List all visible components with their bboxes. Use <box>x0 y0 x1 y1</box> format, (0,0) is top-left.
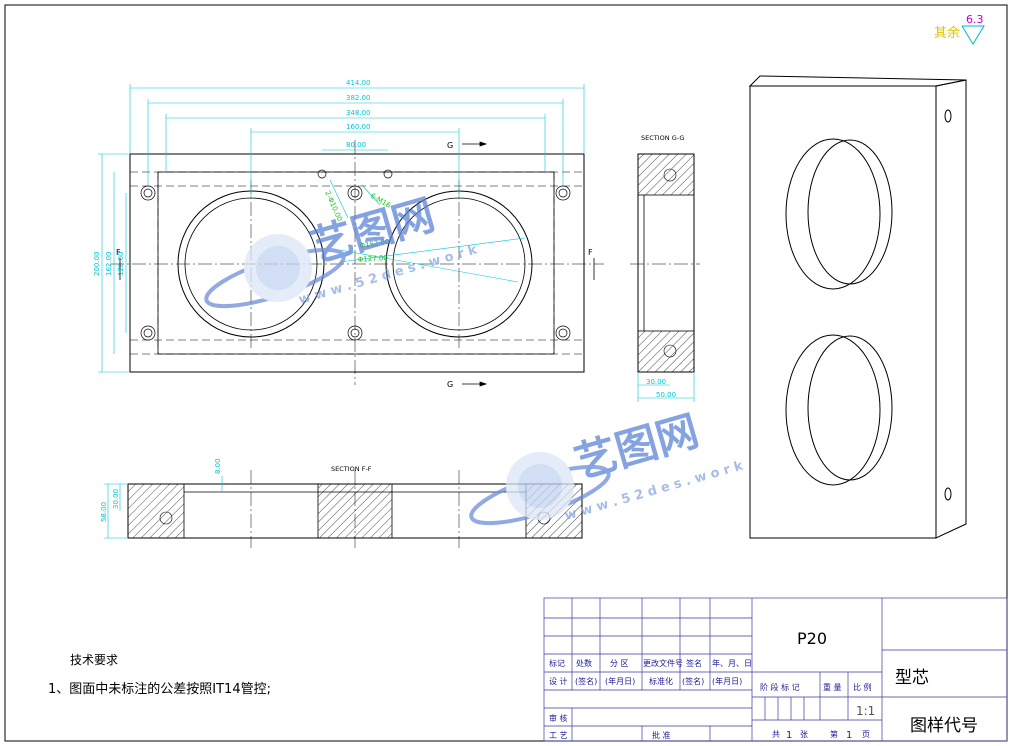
section-gg-view: SECTION G-G 30.00 50.00 <box>630 134 700 402</box>
section-mark-f-left: F <box>116 248 121 257</box>
dim-160: 160.00 <box>346 123 371 131</box>
dim-80: 80.00 <box>346 141 366 149</box>
gg-dim-50: 50.00 <box>656 391 676 399</box>
drawing-border <box>4 4 1008 742</box>
gg-dim-30: 30.00 <box>646 378 666 386</box>
tb-process: 工 艺 <box>549 731 568 740</box>
title-block: 标记 处数 分 区 更改文件号 签名 年、月、日 设 计 (签名) (年月日) … <box>543 597 1008 742</box>
tb-standard: 标准化 <box>649 676 673 686</box>
tb-date: 年、月、日 <box>712 658 752 668</box>
dim-162: 162.00 <box>105 252 113 277</box>
section-ff-title: SECTION F-F <box>331 465 372 473</box>
tb-approve: 批 准 <box>652 730 671 740</box>
tb-total: 1 <box>786 730 792 741</box>
watermark-2: 艺图网 w w w . 5 2 d e s . w o r k <box>469 406 745 526</box>
front-view: 414.00 382.00 348.00 160.00 80.00 200.00… <box>93 79 604 389</box>
tech-req-title: 技术要求 <box>70 653 118 667</box>
tb-standard-date: (年月日) <box>712 676 742 686</box>
surface-finish-symbol: 其余 6.3 <box>934 13 985 45</box>
drawing-no-label: 图样代号 <box>910 716 978 736</box>
callout-dia-127: Φ127.00 <box>358 254 389 264</box>
tb-count: 处数 <box>576 658 592 668</box>
ff-dim-8: 8.00 <box>214 458 222 474</box>
dim-348: 348.00 <box>346 109 371 117</box>
surface-finish-value: 6.3 <box>966 13 984 26</box>
dim-200: 200.00 <box>93 252 101 277</box>
tb-weight: 重 量 <box>823 682 842 692</box>
dim-414: 414.00 <box>346 79 371 87</box>
tb-page: 1 <box>846 730 852 741</box>
tb-page-unit: 页 <box>862 730 870 739</box>
ff-dim-58: 58.00 <box>100 502 108 522</box>
tb-design-sign: (签名) <box>575 676 597 686</box>
part-name: 型芯 <box>895 668 929 688</box>
tb-scale-label: 比 例 <box>853 682 872 692</box>
part-code: P20 <box>797 629 827 648</box>
tb-standard-sign: (签名) <box>682 676 704 686</box>
section-mark-g-top: G <box>447 141 453 150</box>
surface-finish-label: 其余 <box>934 25 960 41</box>
tb-total-prefix: 共 <box>772 730 780 739</box>
dim-382: 382.00 <box>346 94 371 102</box>
section-mark-f-right: F <box>588 248 593 257</box>
tb-design: 设 计 <box>549 676 568 686</box>
tb-change-doc: 更改文件号 <box>643 658 683 668</box>
section-mark-g-bottom: G <box>447 380 453 389</box>
tb-total-unit: 张 <box>800 730 808 739</box>
ff-dim-30: 30.00 <box>112 489 120 509</box>
tb-sign: 签名 <box>686 658 702 668</box>
isometric-view <box>748 75 967 539</box>
dim-128: 128.00 <box>117 252 125 277</box>
tb-design-date: (年月日) <box>605 676 635 686</box>
tb-zone: 分 区 <box>610 659 629 668</box>
tb-mark: 标记 <box>549 658 565 668</box>
section-gg-title: SECTION G-G <box>641 134 684 142</box>
tb-review: 审 核 <box>549 713 568 723</box>
tb-stage: 阶 段 标 记 <box>760 682 800 692</box>
tb-scale: 1:1 <box>856 704 875 718</box>
tech-req-item-1: 1、图面中未标注的公差按照IT14管控; <box>48 681 271 697</box>
tb-page-prefix: 第 <box>830 729 838 739</box>
